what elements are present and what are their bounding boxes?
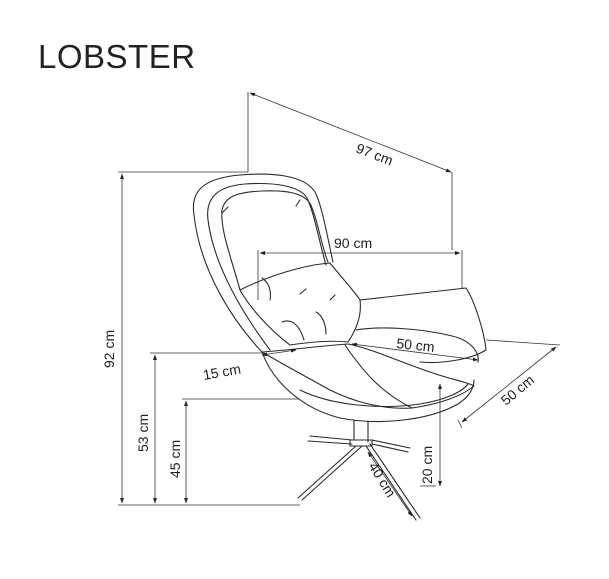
label-20: 20 cm: [419, 446, 435, 484]
label-92: 92 cm: [101, 330, 117, 368]
chair-outline: [192, 173, 487, 521]
shell-bottom-inner: [299, 383, 469, 408]
label-50-depth: 50 cm: [498, 372, 537, 409]
label-50-seat: 50 cm: [396, 335, 436, 355]
back-cushion-lower: [239, 262, 361, 346]
leg-back-left: [307, 435, 353, 445]
product-title: LOBSTER: [38, 38, 196, 75]
label-53: 53 cm: [135, 414, 151, 452]
dim-line-15: [261, 348, 297, 357]
tuft-2: [295, 199, 301, 207]
shell-outer: [192, 173, 334, 353]
dimension-labels: 97 cm 92 cm 53 cm 45 cm 90 cm 50 cm 15 c…: [101, 140, 537, 500]
label-15: 15 cm: [202, 361, 242, 383]
tuft-1: [221, 206, 229, 214]
pedestal-column: [353, 419, 369, 443]
back-cushion: [221, 190, 329, 291]
dimension-lines: [118, 92, 561, 517]
label-45: 45 cm: [167, 440, 183, 478]
seat-cushion-top: [344, 344, 413, 409]
pedestal-hub: [349, 439, 373, 447]
ext-50-depth-top: [485, 339, 561, 346]
tuft-6: [315, 311, 327, 335]
ext-50-depth-bottom: [457, 419, 463, 429]
dim-line-40: [367, 451, 413, 517]
dim-line-50-seat: [351, 342, 479, 362]
label-97: 97 cm: [354, 140, 395, 169]
tuft-5: [281, 320, 305, 341]
leg-back-right: [371, 439, 411, 453]
dim-line-97: [249, 92, 452, 173]
tuft-3: [299, 288, 307, 295]
shell-inner: [207, 183, 327, 351]
dim-line-50-depth: [461, 346, 557, 423]
leg-front-left: [297, 445, 363, 501]
tuft-7: [261, 277, 272, 301]
label-90: 90 cm: [334, 235, 372, 251]
tuft-4: [329, 294, 336, 301]
